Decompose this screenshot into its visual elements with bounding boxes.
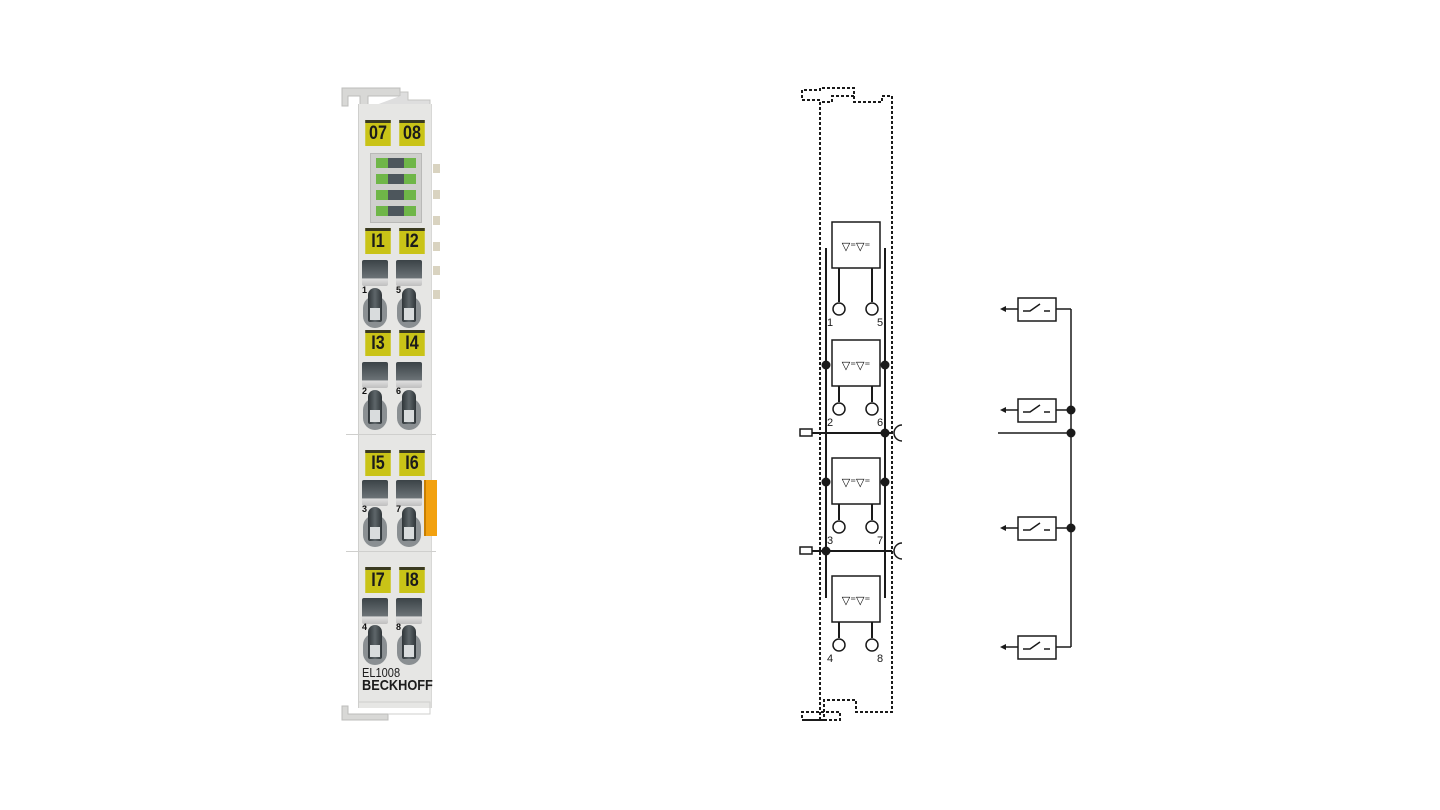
spring-terminal-3[interactable] xyxy=(363,507,387,547)
release-button-2[interactable] xyxy=(362,362,388,388)
schematic-terminal-4: 4 xyxy=(827,653,833,665)
schematic-terminal-5: 5 xyxy=(877,317,883,329)
schematic-terminal-8: 8 xyxy=(877,653,883,665)
side-contact xyxy=(433,216,440,225)
side-contact xyxy=(433,190,440,199)
terminal-number-4: 4 xyxy=(362,622,368,632)
switch-4 xyxy=(1000,635,1057,660)
led-indicator-block xyxy=(370,153,422,223)
spring-terminal-7[interactable] xyxy=(397,507,421,547)
spring-terminal-5[interactable] xyxy=(397,288,421,328)
schematic-terminal-7: 7 xyxy=(877,535,883,547)
label-I1: I1 xyxy=(365,228,391,254)
terminal-number-3: 3 xyxy=(362,504,368,514)
label-I8: I8 xyxy=(399,567,425,593)
terminal-module-photo: 07 08 I1 I2 1 5 I3 I4 2 6 I5 I6 3 7 I7 I… xyxy=(341,87,440,721)
bottom-rail-clip xyxy=(341,701,431,721)
housing-seam xyxy=(346,434,436,435)
switch-2 xyxy=(1000,398,1057,423)
spring-terminal-2[interactable] xyxy=(363,390,387,430)
label-I2: I2 xyxy=(399,228,425,254)
svg-text:▽⁼▽⁼: ▽⁼▽⁼ xyxy=(842,360,871,372)
side-contact xyxy=(433,242,440,251)
optocoupler-4: ▽⁼▽⁼ xyxy=(831,575,881,652)
model-name: EL1008 xyxy=(362,665,401,680)
svg-text:▽⁼▽⁼: ▽⁼▽⁼ xyxy=(842,241,871,253)
led-row-3 xyxy=(376,190,416,200)
label-I6: I6 xyxy=(399,450,425,476)
led-row-4 xyxy=(376,206,416,216)
release-button-8[interactable] xyxy=(396,598,422,624)
switch-wiring-diagram xyxy=(998,297,1076,660)
terminal-number-1: 1 xyxy=(362,285,368,295)
optocoupler-2: ▽⁼▽⁼ xyxy=(831,339,881,416)
side-contact xyxy=(433,266,440,275)
switch-3 xyxy=(1000,516,1057,541)
terminal-number-8: 8 xyxy=(396,622,402,632)
spring-terminal-1[interactable] xyxy=(363,288,387,328)
terminal-number-6: 6 xyxy=(396,386,402,396)
label-I4: I4 xyxy=(399,330,425,356)
side-contact xyxy=(433,164,440,173)
schematic-terminal-6: 6 xyxy=(877,417,883,429)
label-07: 07 xyxy=(365,120,391,146)
spring-terminal-8[interactable] xyxy=(397,625,421,665)
svg-text:▽⁼▽⁼: ▽⁼▽⁼ xyxy=(842,595,871,607)
housing-seam xyxy=(346,551,436,552)
switch-1 xyxy=(1000,297,1057,322)
terminal-number-2: 2 xyxy=(362,386,368,396)
brand-logo: BECKHOFF xyxy=(362,677,433,694)
release-button-6[interactable] xyxy=(396,362,422,388)
orange-pull-tab[interactable] xyxy=(424,480,437,536)
release-button-3[interactable] xyxy=(362,480,388,506)
label-I5: I5 xyxy=(365,450,391,476)
side-contact xyxy=(433,290,440,299)
label-08: 08 xyxy=(399,120,425,146)
schematic-terminal-1: 1 xyxy=(827,317,833,329)
led-row-1 xyxy=(376,158,416,168)
release-button-5[interactable] xyxy=(396,260,422,286)
release-button-1[interactable] xyxy=(362,260,388,286)
schematic-terminal-3: 3 xyxy=(827,535,833,547)
spring-terminal-6[interactable] xyxy=(397,390,421,430)
spring-terminal-4[interactable] xyxy=(363,625,387,665)
terminal-schematic: ▽⁼▽⁼ ▽⁼▽⁼ ▽⁼▽⁼ ▽⁼▽⁼ 1 5 2 6 3 7 4 xyxy=(799,87,903,721)
led-row-2 xyxy=(376,174,416,184)
svg-text:▽⁼▽⁼: ▽⁼▽⁼ xyxy=(842,477,871,489)
terminal-number-5: 5 xyxy=(396,285,402,295)
label-I3: I3 xyxy=(365,330,391,356)
label-I7: I7 xyxy=(365,567,391,593)
release-button-7[interactable] xyxy=(396,480,422,506)
release-button-4[interactable] xyxy=(362,598,388,624)
terminal-number-7: 7 xyxy=(396,504,402,514)
schematic-terminal-2: 2 xyxy=(827,417,833,429)
optocoupler-1: ▽⁼▽⁼ xyxy=(831,221,881,316)
optocoupler-3: ▽⁼▽⁼ xyxy=(831,457,881,534)
